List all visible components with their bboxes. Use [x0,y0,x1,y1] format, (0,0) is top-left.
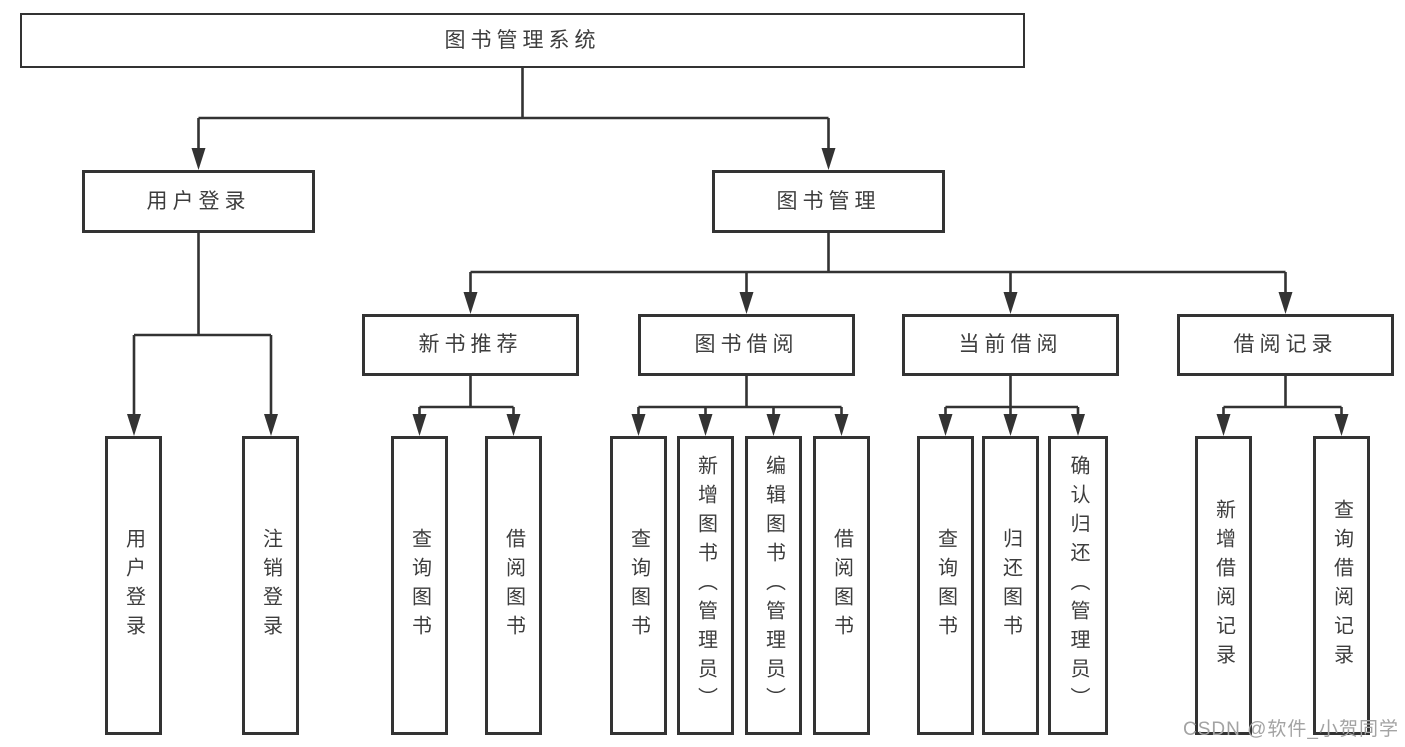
leaf-search-borrow-record: 查询借阅记录 [1313,436,1370,735]
node-current-borrowing: 当前借阅 [902,314,1119,376]
leaf-confirm-return-admin: 确认归还（管理员） [1048,436,1108,735]
leaf-logout: 注销登录 [242,436,299,735]
csdn-watermark: CSDN @软件_小贺同学 [1183,719,1399,740]
node-borrowing-records: 借阅记录 [1177,314,1394,376]
leaf-add-books-admin: 新增图书（管理员） [677,436,734,735]
node-new-book-recommendation: 新书推荐 [362,314,579,376]
leaf-borrow-books-recommend: 借阅图书 [485,436,542,735]
leaf-borrow-books: 借阅图书 [813,436,870,735]
leaf-user-login: 用户登录 [105,436,162,735]
leaf-return-books: 归还图书 [982,436,1039,735]
node-user-login: 用户登录 [82,170,315,233]
leaf-search-books-recommend: 查询图书 [391,436,448,735]
leaf-search-books-current: 查询图书 [917,436,974,735]
node-library-management-system: 图书管理系统 [20,13,1025,68]
leaf-add-borrow-record: 新增借阅记录 [1195,436,1252,735]
leaf-search-books-borrow: 查询图书 [610,436,667,735]
leaf-edit-books-admin: 编辑图书（管理员） [745,436,802,735]
node-book-management: 图书管理 [712,170,945,233]
tree-edges [132,68,1343,418]
node-book-borrowing: 图书借阅 [638,314,855,376]
